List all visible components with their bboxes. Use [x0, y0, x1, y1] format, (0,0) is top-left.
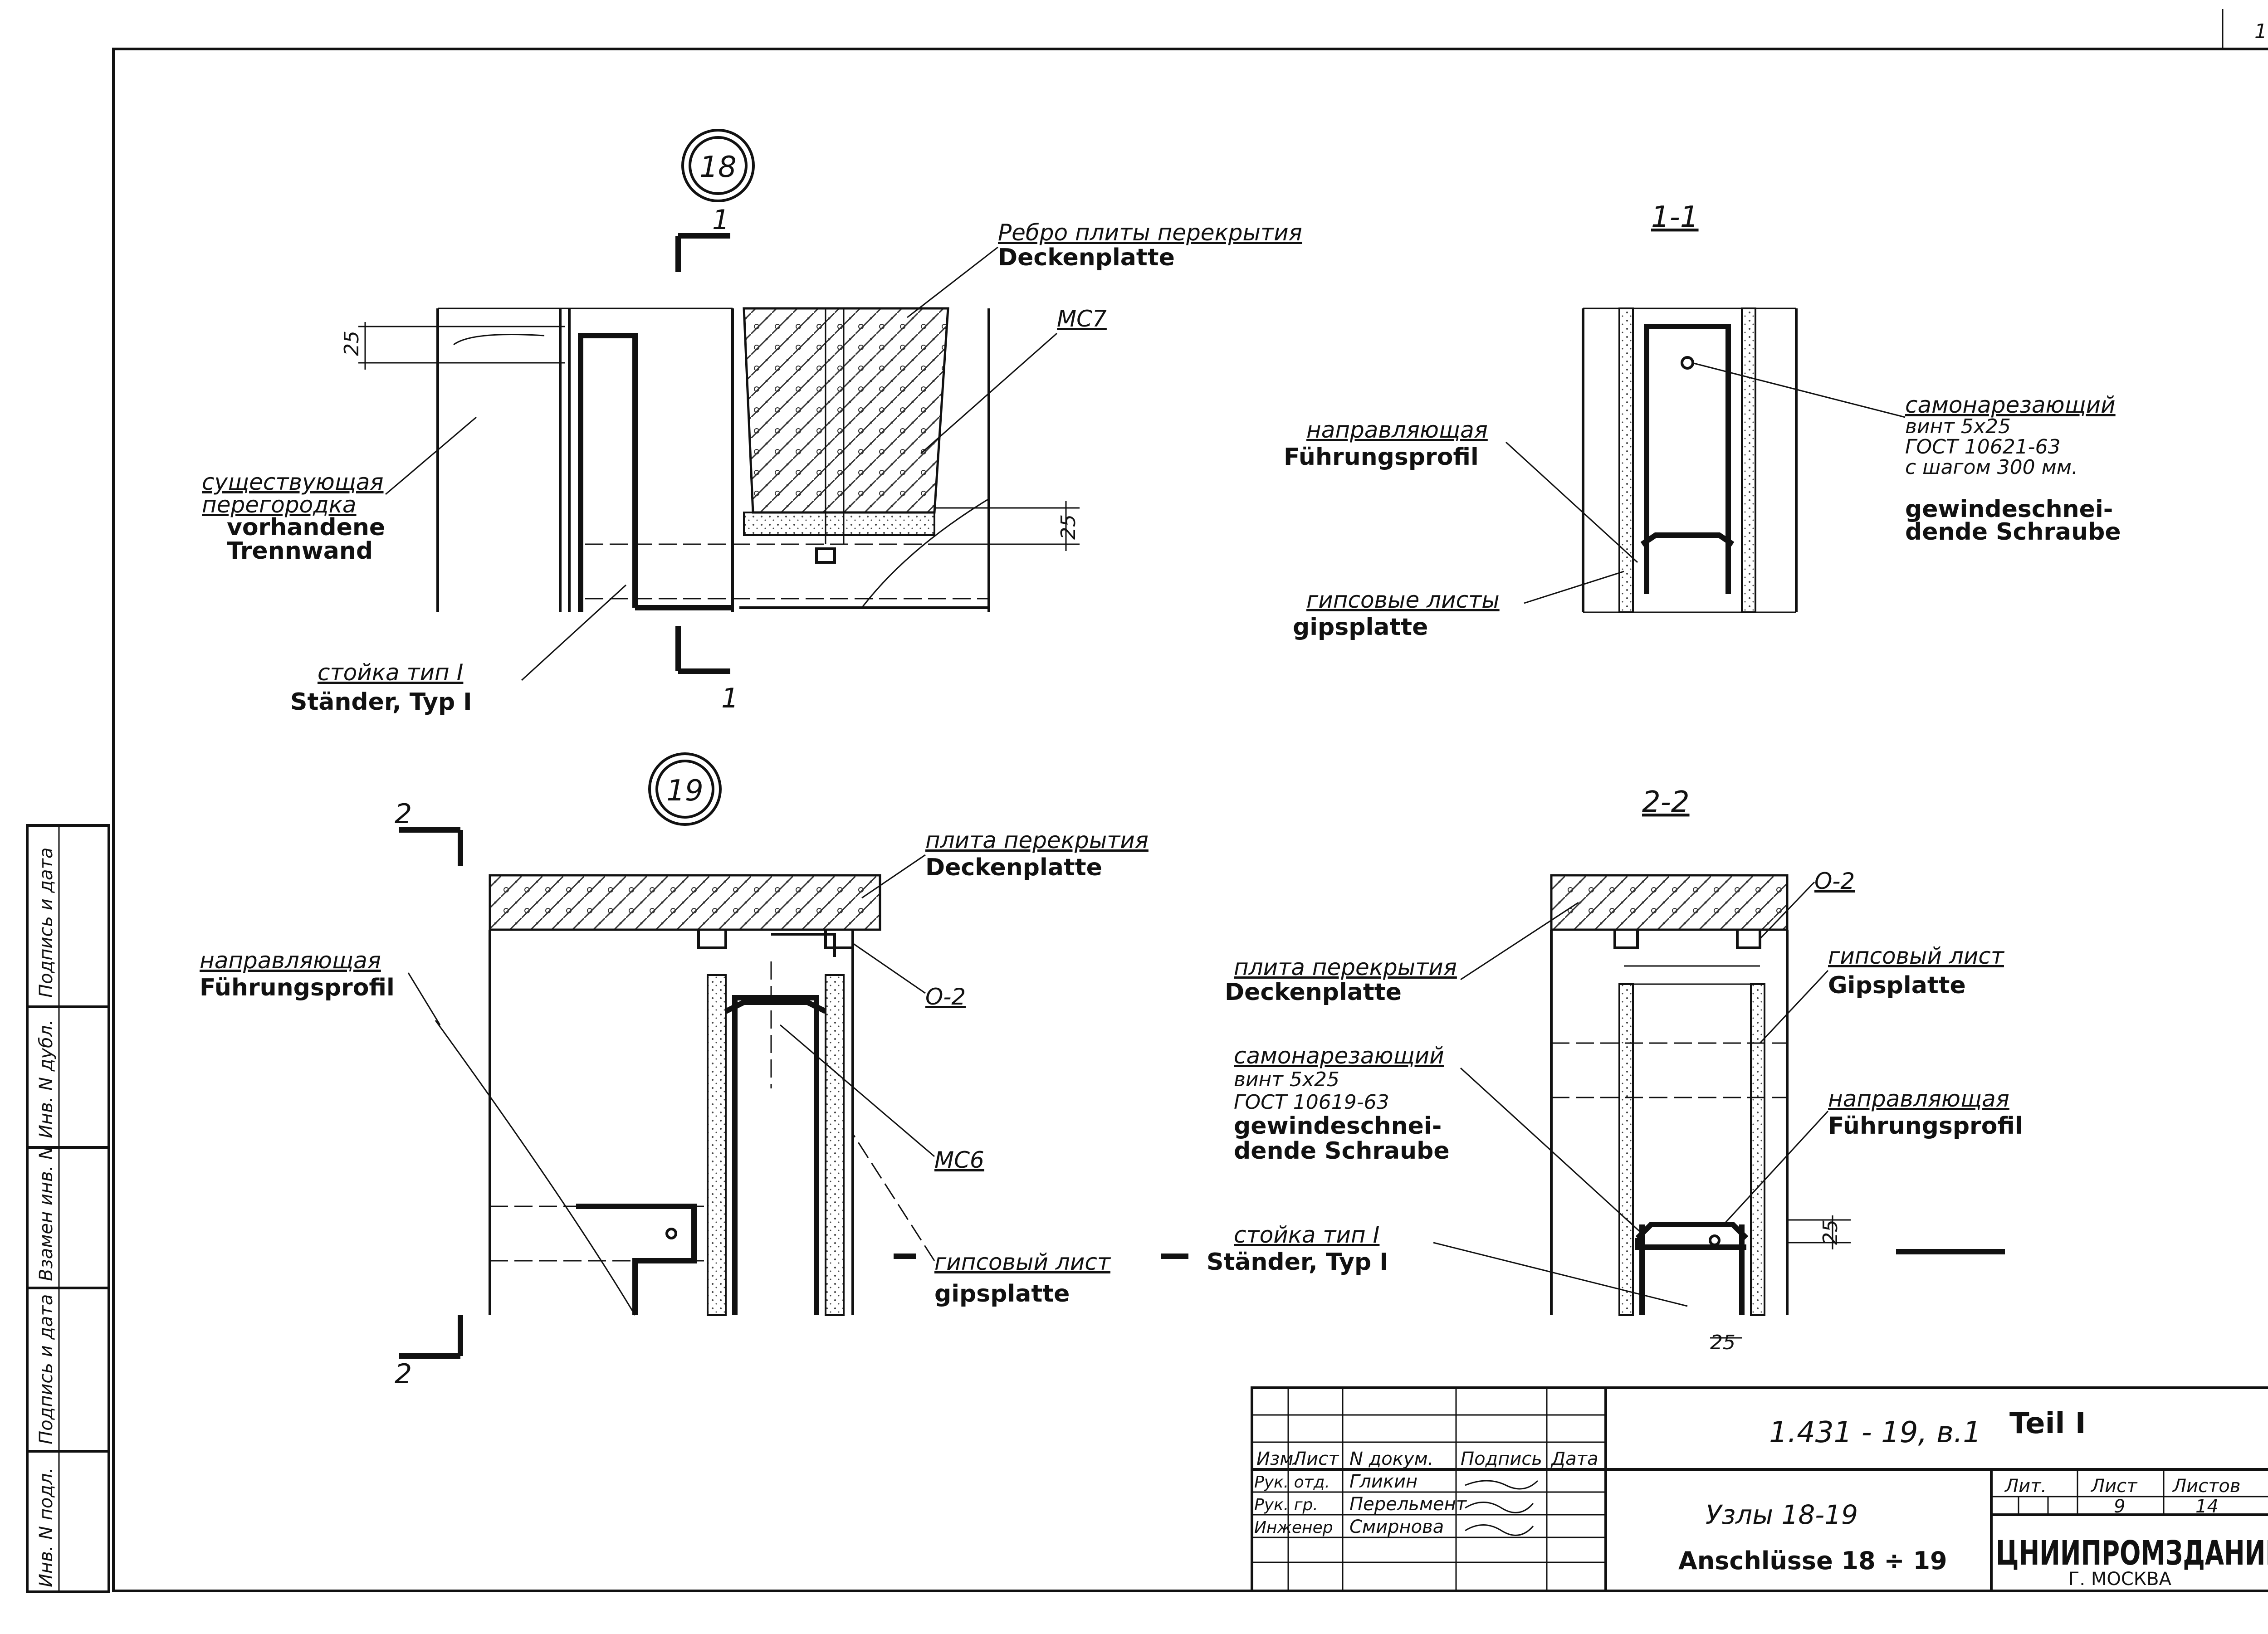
- side-cell-1: Подпись и дата: [36, 848, 57, 998]
- tb-org: ЦНИИПРОМЗДАНИЙ: [1996, 1533, 2268, 1573]
- side-cell-4: Подпись и дата: [36, 1294, 57, 1444]
- s22-slab-ru: плита перекрытия: [1234, 954, 1457, 980]
- node-18-number: 18: [699, 151, 736, 184]
- rib-label-ru: Ребро плиты перекрытия: [998, 219, 1302, 246]
- s11-screw-ru-4: с шагом 300 мм.: [1905, 456, 2078, 479]
- s22-gyps-ru: гипсовый лист: [1828, 943, 2005, 969]
- page-number: 11: [2254, 20, 2268, 43]
- side-cell-3: Взамен инв. N: [36, 1146, 57, 1281]
- s22-slab-de: Deckenplatte: [1225, 979, 1402, 1006]
- dim-25-node18-a: 25: [340, 331, 363, 356]
- tb-row1-role: Рук. отд.: [1254, 1473, 1330, 1492]
- tb-name-ru: Узлы 18-19: [1706, 1499, 1858, 1530]
- cut-1-bottom: 1: [721, 683, 738, 714]
- s22-gyps-de: Gipsplatte: [1828, 972, 1966, 999]
- stud-label-ru: стойка тип I: [318, 659, 463, 686]
- tb-sheet: 9: [2114, 1496, 2125, 1517]
- tb-h-sheets: Листов: [2172, 1476, 2240, 1497]
- rib-label-de: Deckenplatte: [998, 244, 1175, 271]
- s11-screw-de-2: dende Schraube: [1905, 518, 2121, 546]
- s22-screw-ru-2: винт 5x25: [1234, 1068, 1339, 1091]
- tb-col-ndoc: N докум.: [1349, 1449, 1434, 1469]
- cut-2-bottom: 2: [395, 1358, 412, 1390]
- tb-doc-code: 1.431 - 19, в.1: [1769, 1416, 1981, 1449]
- section-1-1: 1-1 направляющая Führungsprofil гипсовые…: [1284, 200, 2121, 641]
- node-18: 18 1 1 25 25: [202, 129, 1302, 716]
- s11-screw-ru-3: ГОСТ 10621-63: [1905, 435, 2061, 458]
- tb-col-date: Дата: [1550, 1449, 1598, 1469]
- n19-slab-ru: плита перекрытия: [925, 827, 1149, 854]
- wall-label-de-2: Trennwand: [227, 537, 373, 565]
- section-2-2: 2-2 25 25 О-2 плита перекрытия Deckenpla…: [1207, 785, 2023, 1354]
- tb-col-izm: Изм.: [1256, 1449, 1299, 1469]
- title-block: Изм. Лист N докум. Подпись Дата Рук. отд…: [1251, 1386, 2268, 1592]
- wall-label-ru-1: существующая: [202, 469, 384, 495]
- mc7-label: МС7: [1057, 306, 1107, 332]
- dim-25-s22-a: 25: [1819, 1219, 1842, 1245]
- n19-guide-ru: направляющая: [200, 947, 381, 974]
- s11-screw-ru-1: самонарезающий: [1905, 392, 2116, 418]
- s22-stud-de: Ständer, Typ I: [1207, 1249, 1388, 1276]
- n19-gyps-ru: гипсовый лист: [934, 1249, 1111, 1275]
- node-19: 19 2 2 плита перекрытия Deckenplatte нап…: [200, 752, 1188, 1390]
- tb-row1-name: Гликин: [1349, 1471, 1418, 1492]
- s22-screw-ru-1: самонарезающий: [1234, 1043, 1444, 1069]
- signature-3: [1465, 1524, 1534, 1536]
- tb-h-sheet: Лист: [2090, 1476, 2138, 1497]
- side-cell-2: Инв. N дубл.: [36, 1019, 57, 1138]
- cut-1-top: 1: [712, 204, 729, 236]
- node-19-number: 19: [666, 774, 703, 808]
- cut-2-top: 2: [395, 798, 412, 830]
- tb-col-list: Лист: [1292, 1449, 1339, 1469]
- n19-mc6: МС6: [934, 1147, 984, 1173]
- side-cell-5: Инв. N подл.: [36, 1468, 57, 1587]
- n19-slab-de: Deckenplatte: [925, 854, 1102, 881]
- tb-row2-role: Рук. гр.: [1254, 1496, 1318, 1514]
- tb-row3-role: Инженер: [1254, 1518, 1333, 1537]
- s11-gyps-ru: гипсовые листы: [1306, 587, 1500, 613]
- tb-city: Г. МОСКВА: [2068, 1569, 2172, 1590]
- s22-stud-ru: стойка тип I: [1234, 1222, 1379, 1248]
- side-stamp: Подпись и дата Инв. N дубл. Взамен инв. …: [26, 824, 110, 1593]
- s22-screw-de-2: dende Schraube: [1234, 1137, 1450, 1165]
- s11-guide-de: Führungsprofil: [1284, 444, 1479, 471]
- tb-h-lit: Лит.: [2004, 1476, 2047, 1497]
- n19-guide-de: Führungsprofil: [200, 974, 395, 1001]
- wall-label-de-1: vorhandene: [227, 514, 385, 541]
- tb-row3-name: Смирнова: [1349, 1517, 1444, 1537]
- dim-25-s22-b: 25: [1710, 1331, 1735, 1354]
- tb-teil: Teil I: [2009, 1407, 2086, 1440]
- wall-label-ru-2: перегородка: [202, 492, 357, 518]
- s22-o2: О-2: [1814, 868, 1855, 894]
- n19-o2: О-2: [925, 984, 966, 1010]
- s22-guide-ru: направляющая: [1828, 1086, 2009, 1112]
- s11-gyps-de: gipsplatte: [1293, 614, 1428, 641]
- s22-screw-de-1: gewindeschnei-: [1234, 1112, 1442, 1140]
- s22-guide-de: Führungsprofil: [1828, 1112, 2023, 1140]
- n19-gyps-de: gipsplatte: [934, 1280, 1070, 1307]
- tb-sheets: 14: [2195, 1496, 2219, 1517]
- section-1-1-title: 1-1: [1651, 200, 1699, 234]
- s11-screw-ru-2: винт 5x25: [1905, 415, 2011, 438]
- s11-screw-de-1: gewindeschnei-: [1905, 496, 2113, 523]
- stud-label-de: Ständer, Typ I: [290, 688, 472, 716]
- signature-1: [1465, 1480, 1539, 1490]
- s11-guide-ru: направляющая: [1306, 417, 1488, 443]
- s22-screw-ru-3: ГОСТ 10619-63: [1234, 1091, 1389, 1114]
- tb-row2-name: Перельмент: [1349, 1494, 1467, 1515]
- tb-name-de: Anschlüsse 18 ÷ 19: [1678, 1546, 1947, 1575]
- tb-col-sign: Подпись: [1461, 1449, 1542, 1469]
- sheet-frame: [112, 9, 2268, 1592]
- signature-2: [1465, 1502, 1534, 1513]
- section-2-2-title: 2-2: [1642, 785, 1690, 819]
- dim-25-node18-b: 25: [1057, 514, 1080, 540]
